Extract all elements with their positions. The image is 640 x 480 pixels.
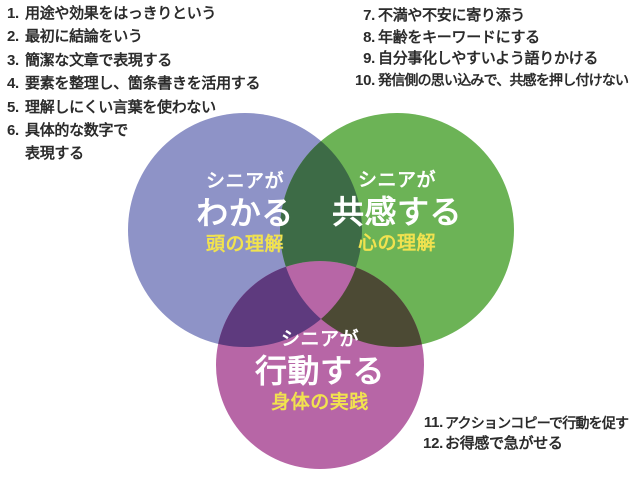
list-item-number: 11. [423, 414, 443, 431]
list-item-text: 用途や効果をはっきりという [25, 5, 217, 22]
overlap-kyokan-kodo [280, 261, 424, 347]
list-item-text: 理解しにくい言葉を使わない [25, 98, 216, 116]
list-item-number: 8. [363, 28, 375, 46]
list-item: 3. 簡潔な文章で表現する [7, 49, 260, 72]
list-item: 7. 不満や不安に寄り添う [347, 5, 628, 27]
label-wakaru: シニアが わかる 頭の理解 [196, 171, 294, 256]
list-item-number: 1. [7, 5, 19, 22]
label-wakaru-line3: 頭の理解 [205, 234, 285, 256]
list-item-text: 発信側の思い込みで、共感を押し付けない [378, 71, 629, 88]
list-item: 12. お得感で急がせる [420, 434, 628, 455]
list-item-number: 9. [363, 50, 375, 67]
list-item-text: 具体的な数字で [25, 122, 128, 140]
list-item: 5. 理解しにくい言葉を使わない [7, 96, 260, 119]
list-item: 2. 最初に結論をいう [7, 25, 260, 48]
list-item-number: 2. [7, 28, 19, 46]
list-item-number: 10. [355, 71, 375, 89]
list-item-text: 要素を整理し、箇条書きを活用する [25, 75, 261, 93]
list-kyokan-points: 7. 不満や不安に寄り添う 8. 年齢をキーワードにする 9. 自分事化しやすい… [347, 5, 629, 92]
list-item-text: アクションコピーで行動を促す [445, 415, 629, 431]
list-item: 10. 発信側の思い込みで、共感を押し付けない [347, 70, 629, 92]
label-kyokan-line3: 心の理解 [357, 233, 437, 255]
list-item: 1. 用途や効果をはっきりという [7, 2, 260, 25]
list-item-number: 5. [7, 98, 19, 116]
list-item-text: 自分事化しやすいよう語りかける [378, 50, 599, 67]
list-item-text: 最初に結論をいう [25, 28, 143, 46]
list-item-number: 4. [7, 75, 19, 93]
list-kodo-points: 11. アクションコピーで行動を促す 12. お得感で急がせる [420, 413, 629, 455]
label-kodo: シニアが 行動する 身体の実践 [254, 329, 386, 414]
list-item-text: 簡潔な文章で表現する [25, 51, 173, 69]
list-item: 8. 年齢をキーワードにする [347, 27, 628, 49]
list-item: 11. アクションコピーで行動を促す [420, 413, 629, 434]
list-item-text: 年齢をキーワードにする [378, 28, 540, 46]
list-item-text: お得感で急がせる [445, 434, 563, 452]
list-item: 6. 具体的な数字で [7, 119, 260, 142]
list-item: 9. 自分事化しやすいよう語りかける [347, 48, 628, 70]
label-kyokan: シニアが 共感する 心の理解 [331, 170, 463, 255]
list-item-number: 6. [7, 122, 19, 140]
list-item-number: 12. [423, 434, 443, 452]
overlap-wakaru-kodo [216, 261, 362, 347]
label-kyokan-line1: シニアが [357, 170, 437, 192]
label-kyokan-line2: 共感する [331, 193, 463, 230]
label-wakaru-line2: わかる [196, 194, 294, 231]
list-item-continuation: 表現する [25, 145, 84, 163]
label-kodo-line1: シニアが [280, 329, 360, 351]
label-kodo-line2: 行動する [254, 352, 386, 389]
label-wakaru-line1: シニアが [205, 171, 285, 193]
list-item-number: 3. [7, 51, 19, 69]
list-wakaru-points: 1. 用途や効果をはっきりという 2. 最初に結論をいう 3. 簡潔な文章で表現… [7, 2, 261, 166]
list-item-number: 7. [363, 7, 375, 24]
list-item-text: 不満や不安に寄り添う [378, 7, 526, 24]
list-item: 4. 要素を整理し、箇条書きを活用する [7, 72, 261, 95]
label-kodo-line3: 身体の実践 [271, 392, 369, 414]
